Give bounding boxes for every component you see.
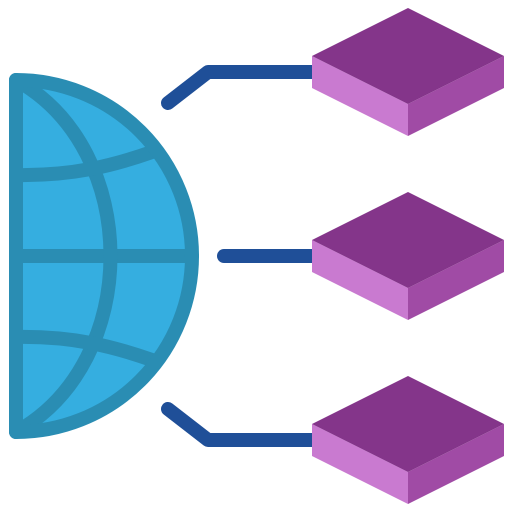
connector-line-top (161, 65, 319, 110)
node-cube-bottom (312, 376, 504, 504)
cube-top-face (312, 376, 504, 472)
cube-top-face (312, 192, 504, 288)
cube-left-face (312, 424, 408, 504)
globe-latitude-top (9, 145, 159, 183)
connector-line-bottom (161, 402, 319, 447)
cube-left-face (312, 56, 408, 136)
cube-top-face (312, 8, 504, 104)
cube-right-face (408, 240, 504, 320)
cube-right-face (408, 56, 504, 136)
globe-latitude-bottom (9, 329, 159, 367)
half-globe-icon (9, 73, 199, 439)
globe-outline (9, 73, 199, 439)
network-nodes (312, 8, 504, 504)
node-cube-top (312, 8, 504, 136)
node-cube-middle (312, 192, 504, 320)
globe-meridian (9, 73, 118, 439)
connector-lines (161, 65, 319, 447)
cube-right-face (408, 424, 504, 504)
cube-left-face (312, 240, 408, 320)
